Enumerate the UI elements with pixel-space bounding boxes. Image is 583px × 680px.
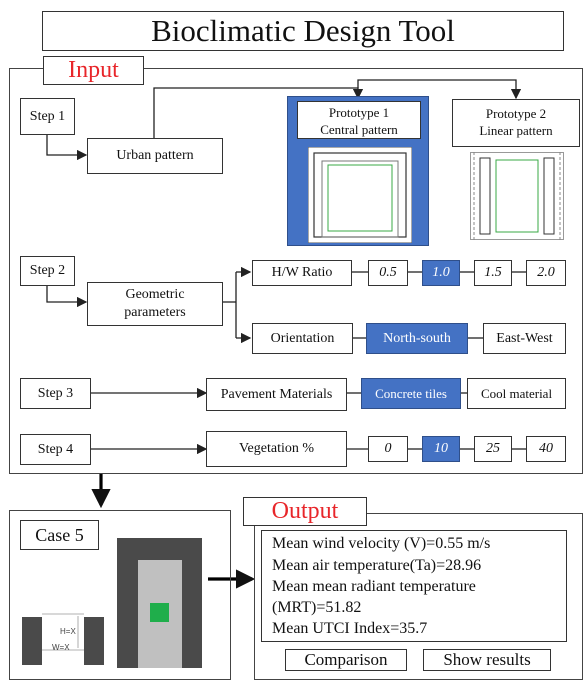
tree-marker: [150, 603, 169, 622]
hw-option-2-0[interactable]: 2.0: [526, 260, 566, 286]
section-dimension-lines: [42, 613, 84, 651]
case-label: Case 5: [20, 520, 99, 550]
prototype-1-label: Prototype 1 Central pattern: [297, 101, 421, 139]
pavement-materials-label: Pavement Materials: [206, 378, 347, 411]
geometric-parameters-box: Geometric parameters: [87, 282, 223, 326]
urban-pattern-box: Urban pattern: [87, 138, 223, 174]
page-title: Bioclimatic Design Tool: [42, 11, 564, 51]
mrt-result-line-2: (MRT)=51.82: [272, 599, 362, 616]
prototype-2-panel[interactable]: Prototype 2 Linear pattern: [452, 99, 580, 147]
section-block-right: [84, 617, 104, 665]
vegetation-option-10[interactable]: 10: [422, 436, 460, 462]
section-block-left: [22, 617, 42, 665]
orientation-label: Orientation: [252, 323, 353, 354]
pavement-cool-material[interactable]: Cool material: [467, 378, 566, 409]
utci-result: Mean UTCI Index=35.7: [272, 620, 428, 637]
step-4-box: Step 4: [20, 434, 91, 465]
results-box: Mean wind velocity (V)=0.55 m/s Mean air…: [261, 530, 567, 642]
input-heading: Input: [43, 56, 144, 85]
wind-velocity-result: Mean wind velocity (V)=0.55 m/s: [272, 535, 491, 552]
vegetation-option-25[interactable]: 25: [474, 436, 512, 462]
prototype-1-panel[interactable]: Prototype 1 Central pattern: [287, 96, 429, 246]
comparison-button[interactable]: Comparison: [285, 649, 407, 671]
pavement-concrete-tiles[interactable]: Concrete tiles: [361, 378, 461, 409]
hw-option-1-0[interactable]: 1.0: [422, 260, 460, 286]
orientation-north-south[interactable]: North-south: [366, 323, 468, 354]
air-temperature-result: Mean air temperature(Ta)=28.96: [272, 557, 482, 574]
prototype-2-subtitle: Linear pattern: [479, 123, 553, 138]
step-1-box: Step 1: [20, 98, 75, 135]
linear-pattern-icon: [470, 152, 564, 240]
step-2-box: Step 2: [20, 256, 75, 286]
geometric-line-1: Geometric: [125, 287, 185, 302]
prototype-1-title: Prototype 1: [328, 105, 390, 120]
step-3-box: Step 3: [20, 378, 91, 409]
width-label: W=X: [52, 643, 70, 652]
hw-option-0-5[interactable]: 0.5: [368, 260, 408, 286]
central-pattern-icon: [308, 147, 412, 243]
mrt-result-line-1: Mean mean radiant temperature: [272, 578, 476, 595]
vegetation-label: Vegetation %: [206, 431, 347, 467]
vegetation-option-40[interactable]: 40: [526, 436, 566, 462]
vegetation-option-0[interactable]: 0: [368, 436, 408, 462]
hw-option-1-5[interactable]: 1.5: [474, 260, 512, 286]
height-label: H=X: [60, 627, 76, 636]
hw-ratio-label: H/W Ratio: [252, 260, 352, 286]
output-heading: Output: [243, 497, 367, 526]
geometric-line-2: parameters: [124, 305, 186, 320]
prototype-1-subtitle: Central pattern: [320, 122, 398, 137]
show-results-button[interactable]: Show results: [423, 649, 551, 671]
prototype-2-title: Prototype 2: [485, 106, 547, 121]
orientation-east-west[interactable]: East-West: [483, 323, 566, 354]
